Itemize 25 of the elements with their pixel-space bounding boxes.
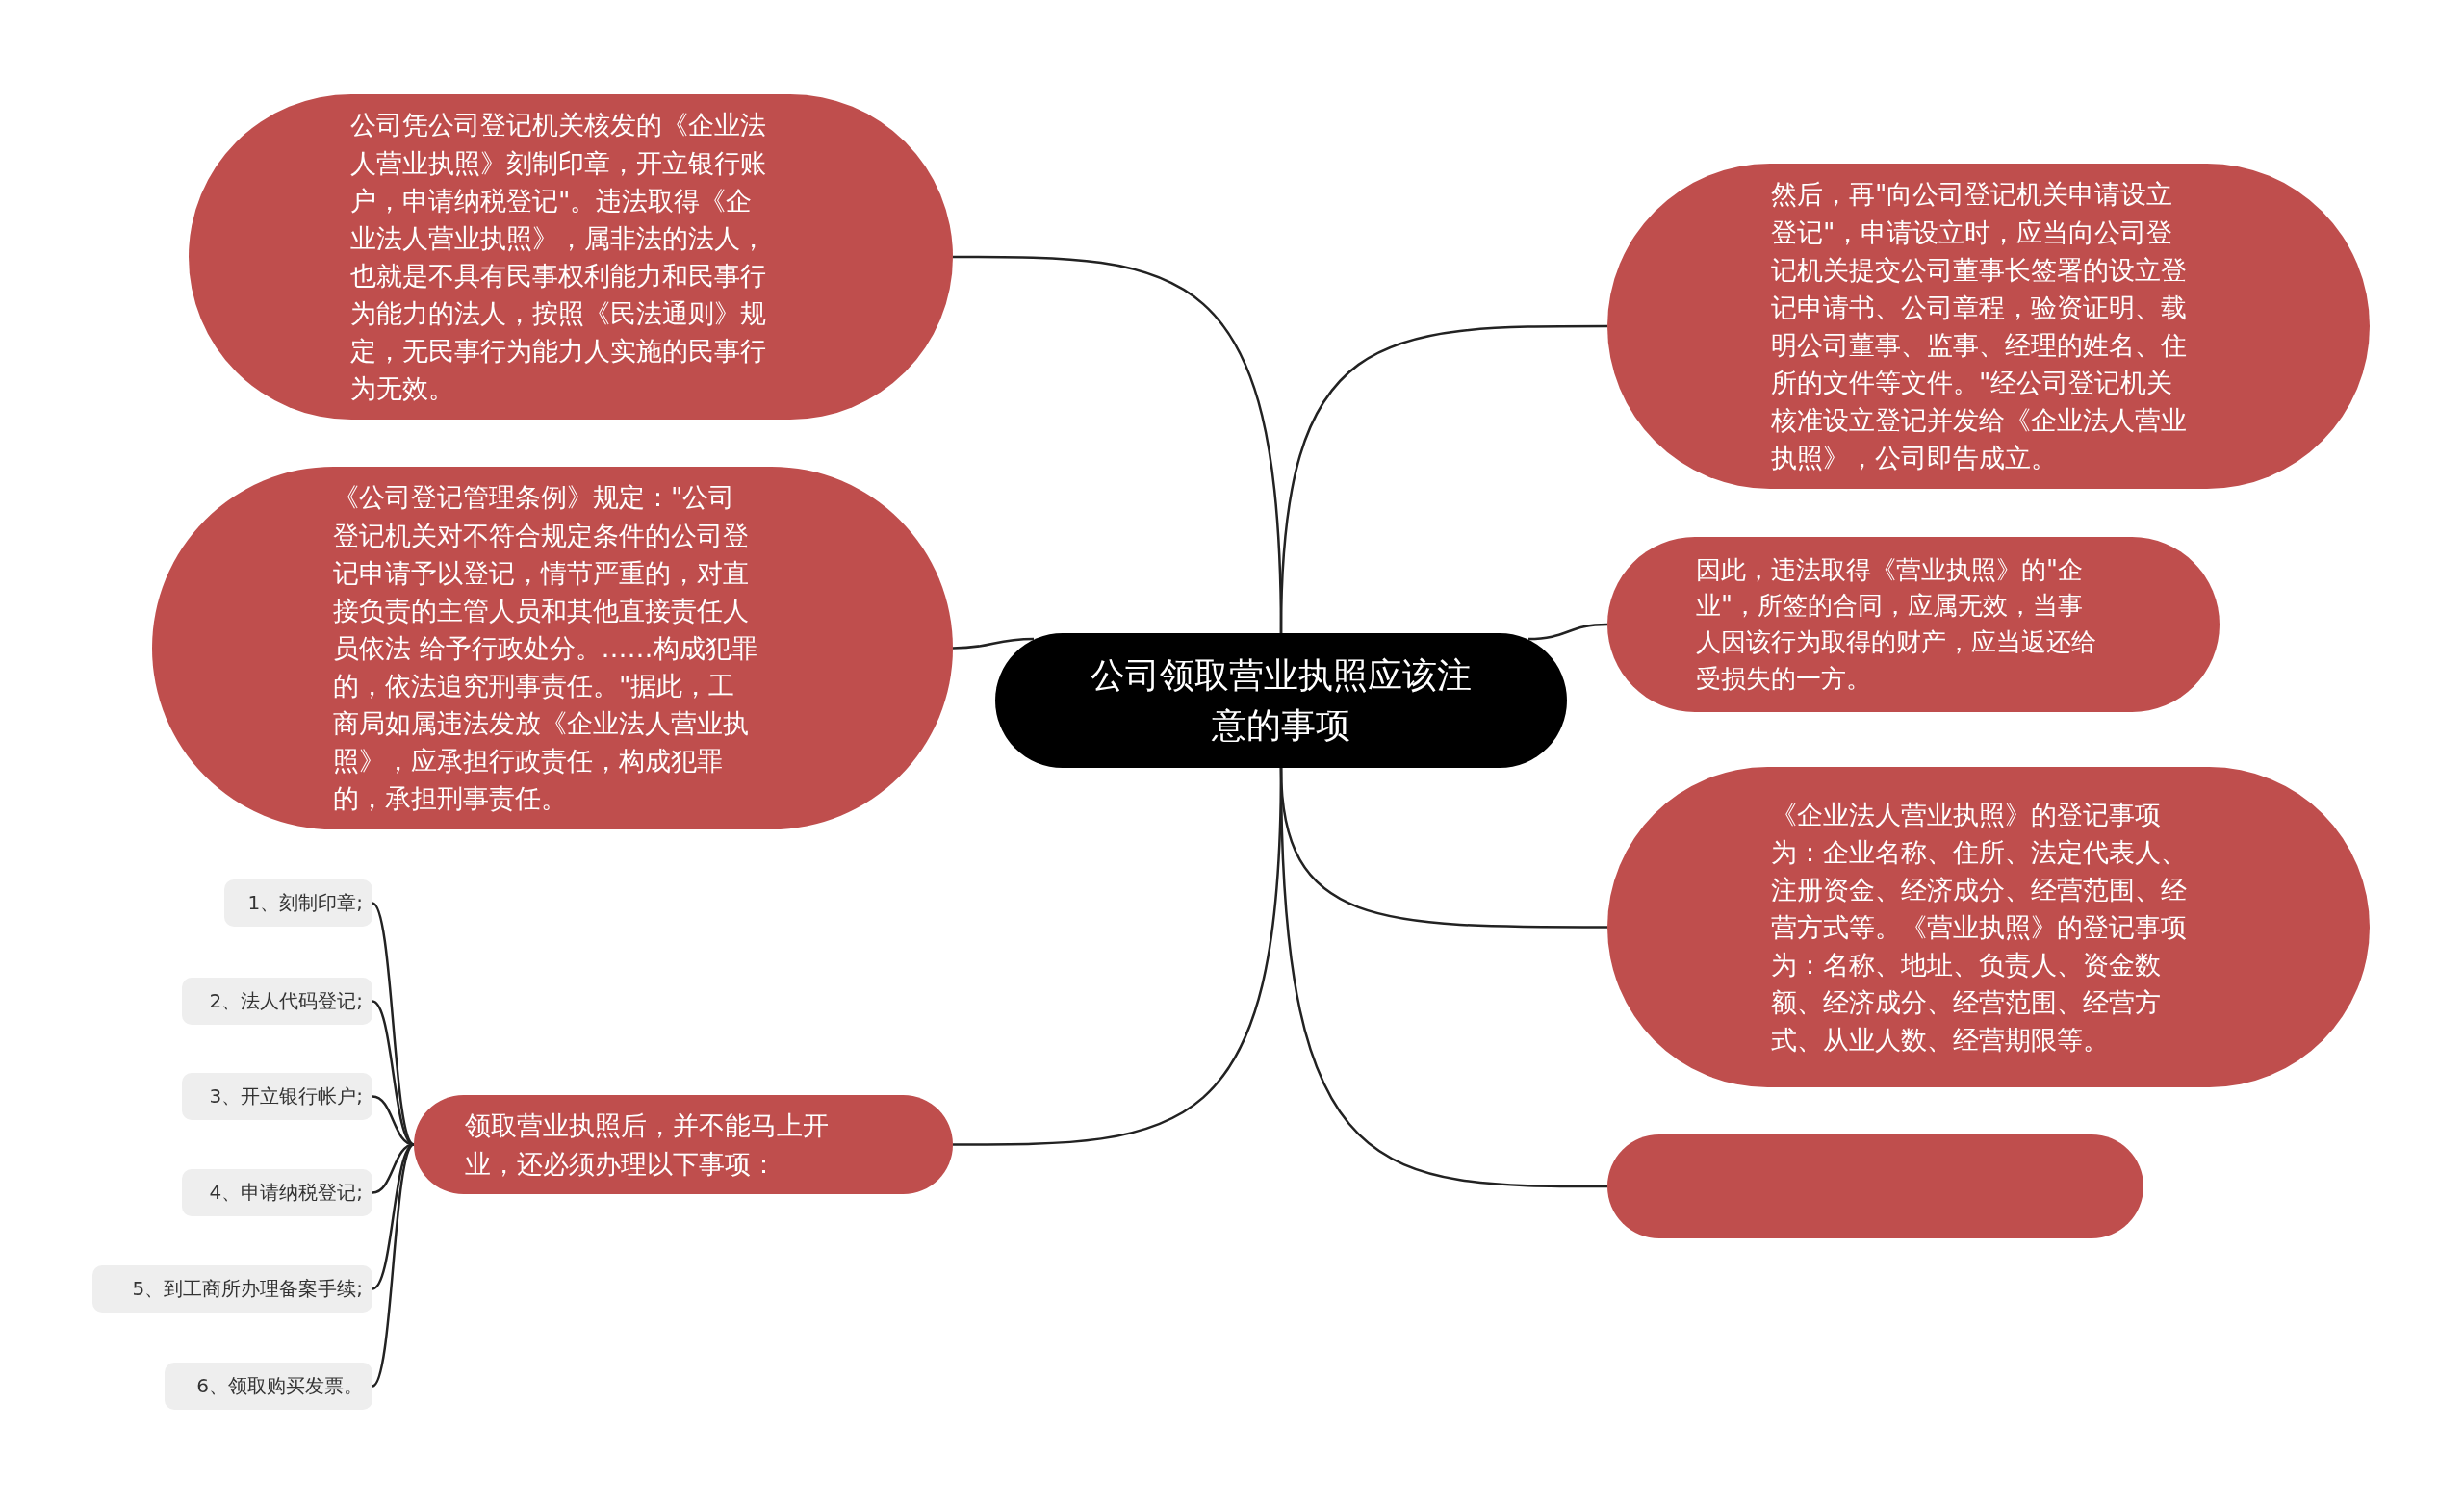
connector-line [1279, 767, 1607, 1188]
connector-line [1527, 623, 1608, 641]
item-box [92, 1265, 372, 1313]
topic-text: 然后，再"向公司登记机关申请设立登记"，申请设立时，应当向公司登记机关提交公司董事长签署的设立登记申请书、公司章程，验资证明、载明公司董事、监事、经理的姓名、住所的文件等文件。"经公司登记机关核准设立登记并发给《企业法人营业执照》，公司即告成立。 [1771, 178, 2188, 475]
connector-line [372, 1143, 415, 1388]
topic-text: 公司凭公司登记机关核发的《企业法人营业执照》刻制印章，开立银行账户，申请纳税登记"。违法取得《企业法人营业执照》，属非法的法人，也就是不具有民事权利能力和民事行为能力的法人，按照《民法通则》规定，无民事行为能力人实施的民事行为无效。 [350, 109, 767, 406]
topic-text: 3、开立银行帐户; [209, 1083, 363, 1109]
connector-line [372, 1000, 415, 1146]
topic-text: 《企业法人营业执照》的登记事项为：企业名称、住所、法定代表人、注册资金、经济成分、经营范围、经营方式等。《营业执照》的登记事项为：名称、地址、负责人、资金数额、经济成分、经营范围、经营方式、从业人数、经营期限等。 [1771, 798, 2188, 1058]
item-box [182, 1169, 372, 1216]
item-box [182, 1073, 372, 1120]
topic-text: 6、领取购买发票。 [196, 1373, 363, 1399]
topic-text: 1、刻制印章; [247, 890, 363, 916]
connector-line [1279, 324, 1607, 634]
item-box [182, 978, 372, 1025]
topic-text: 2、法人代码登记; [209, 988, 363, 1014]
topic-text: 5、到工商所办理备案手续; [132, 1276, 363, 1302]
item-box [165, 1363, 372, 1410]
topic-text: 因此，违法取得《营业执照》的"企业"，所签的合同，应属无效，当事人因该行为取得的财产，应当返还给受损失的一方。 [1696, 553, 2096, 695]
topic-title: 公司领取营业执照应该注意的事项 [1090, 653, 1473, 747]
connector-line [952, 637, 1035, 650]
topic-text: 4、申请纳税登记; [209, 1180, 363, 1206]
topic-text: 《公司登记管理条例》规定："公司登记机关对不符合规定条件的公司登记申请予以登记，情节严重的，对直接负责的主管人员和其他直接责任人员依法 给予行政处分。……构成犯罪的，依法追究刑事责任。"据此，工商局如属违法发放《企业法人营业执照》，应承担行政责任，构成犯罪的，承担刑事责任。 [333, 481, 758, 816]
topic-text: 领取营业执照后，并不能马上开业，还必须办理以下事项： [465, 1109, 830, 1181]
item-box [224, 879, 372, 927]
